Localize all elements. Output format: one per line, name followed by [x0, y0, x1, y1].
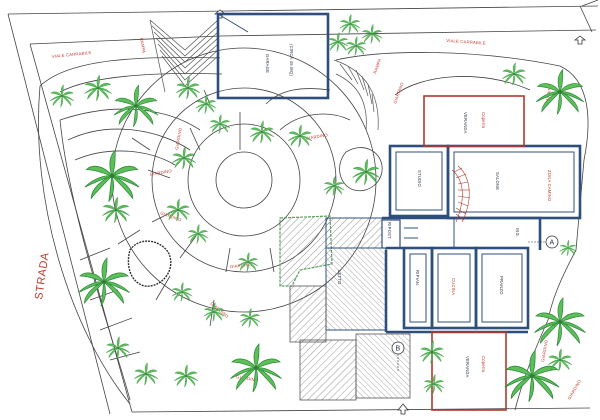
rampa-top-label: RAMPA — [139, 37, 147, 53]
ripiano-label: RIPIAN. — [415, 270, 420, 287]
basement-hatch — [279, 215, 411, 401]
giardino-label-11: GIARDINO — [567, 378, 583, 400]
giardino-label-3: GIARDINO — [174, 127, 183, 150]
section-marker-a: A — [528, 235, 559, 249]
ramp-curved — [333, 59, 379, 131]
giardino-label-8: GIARDINO — [236, 374, 259, 383]
viale-left-label: VIALE CARRABILE — [52, 50, 92, 59]
studio-label: STUDIO — [417, 170, 422, 188]
zona-camino-label: ZONA CAMINO — [547, 170, 552, 202]
giardino-label-2: GIARDINO — [305, 132, 328, 141]
rampa-curved-label: RAMPA — [372, 58, 382, 74]
section-marker-b: B — [391, 341, 405, 372]
giardino-label-10: GIARDINO — [540, 339, 549, 362]
rock-garden — [127, 240, 172, 287]
giardino-label-1: GIARDINO — [392, 81, 405, 104]
garage-size-label: (CIRCA 45 MQ) — [289, 44, 294, 76]
ripost-label: RIPOST. — [387, 222, 392, 240]
giardino-label-4: GIARDINO — [149, 168, 172, 177]
ramp-top-chevrons — [149, 19, 219, 93]
veranda-bottom — [431, 331, 507, 411]
strada-label: STRADA — [33, 251, 52, 300]
cucina-label: CUCINA — [451, 278, 456, 295]
coperta-bottom-label: Coperta — [481, 356, 486, 373]
salone-label: SALONE — [495, 172, 500, 190]
pranzo-label: PRANZO — [499, 276, 504, 295]
garage-room — [216, 12, 330, 100]
veranda-bottom-label: VERANDA — [465, 356, 470, 378]
svg-text:B: B — [396, 346, 401, 353]
house-inner-lines — [395, 151, 575, 323]
pond — [339, 147, 383, 192]
letto-label: LETTO — [337, 270, 342, 285]
veranda-top-label: VERANDA — [463, 112, 468, 134]
viale-right-label: VIALE CARRABILE — [446, 38, 486, 46]
salone-stair — [451, 165, 471, 223]
entrance-arrows — [213, 9, 587, 415]
veranda-top — [423, 95, 525, 147]
giardino-label-6: GIARDINO — [230, 262, 253, 269]
ingresso-label: ING. — [515, 228, 520, 237]
garage-label: GARAGE — [265, 54, 270, 73]
coperta-top-label: Coperta — [481, 112, 486, 129]
svg-text:A: A — [550, 240, 555, 247]
